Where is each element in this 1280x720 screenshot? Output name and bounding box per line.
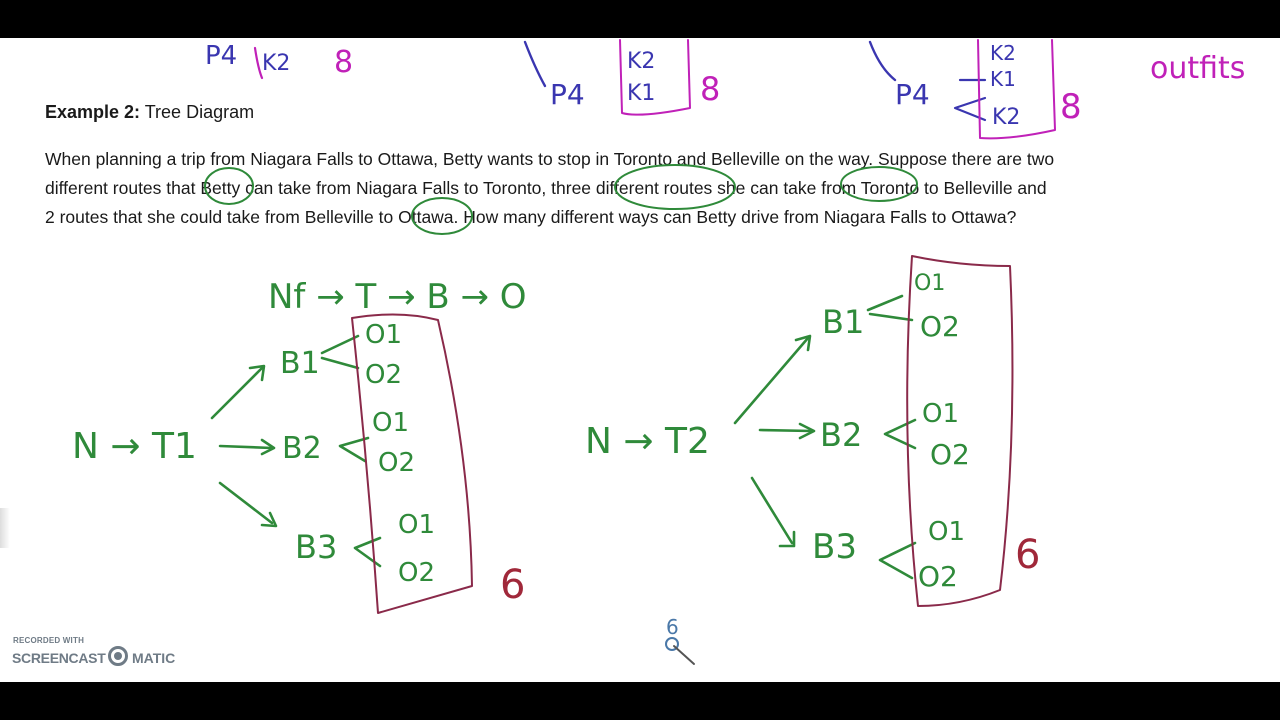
- screencast-logo-icon: [108, 646, 128, 666]
- svg-text:O1: O1: [365, 320, 402, 350]
- svg-text:O2: O2: [930, 438, 970, 471]
- top-notes-middle: P4 K2 K1 8: [523, 39, 720, 116]
- tree-2-root: N → T2: [585, 421, 710, 462]
- svg-text:outfits: outfits: [1150, 51, 1245, 86]
- watermark-screencast: SCREENCAST: [12, 650, 106, 666]
- svg-text:O2: O2: [918, 560, 958, 593]
- svg-text:B1: B1: [280, 346, 320, 381]
- svg-text:O1: O1: [372, 408, 409, 438]
- whiteboard-page[interactable]: Example 2: Tree Diagram When planning a …: [0, 38, 1280, 682]
- svg-text:B3: B3: [812, 527, 857, 567]
- page-edge-shadow: [0, 508, 10, 548]
- tree-2-count: 6: [1015, 532, 1040, 578]
- svg-text:K2: K2: [992, 105, 1020, 130]
- svg-text:8: 8: [334, 45, 353, 80]
- example-heading: Example 2: Tree Diagram: [45, 102, 255, 122]
- svg-text:B3: B3: [295, 528, 337, 566]
- handwriting-layer: P4 K2 8 P4 K2 K1 8 P4 K2 K1 K2 8 outfits: [72, 39, 1245, 665]
- svg-text:6: 6: [666, 615, 679, 639]
- svg-text:P4: P4: [205, 41, 237, 71]
- svg-text:B2: B2: [820, 416, 862, 454]
- tree-1-box: [351, 313, 473, 614]
- svg-text:K1: K1: [627, 81, 655, 106]
- svg-text:O1: O1: [398, 510, 435, 540]
- tree-2-box: [906, 255, 1014, 607]
- svg-text:O1: O1: [928, 517, 965, 547]
- svg-text:K2: K2: [627, 49, 655, 74]
- svg-text:K2: K2: [990, 41, 1016, 65]
- svg-text:B1: B1: [822, 303, 864, 341]
- tree-2: N → T2 B1 B2 B3 O1 O2 O1 O2 O1 O2: [585, 271, 970, 593]
- svg-text:O2: O2: [378, 448, 415, 478]
- screencast-watermark: RECORDED WITH SCREENCAST MATIC: [12, 636, 212, 676]
- svg-text:8: 8: [1060, 87, 1082, 127]
- svg-text:O2: O2: [365, 360, 402, 390]
- problem-text: When planning a trip from Niagara Falls …: [45, 149, 1055, 227]
- svg-text:K2: K2: [262, 51, 290, 76]
- bottom-letterbox: [0, 682, 1280, 720]
- svg-text:O1: O1: [922, 399, 959, 429]
- text-highlight-circles: [204, 164, 918, 235]
- tree-1: N → T1 B1 B2 B3 O1 O2 O1 O2 O1 O2: [72, 320, 435, 588]
- watermark-matic: MATIC: [132, 650, 176, 666]
- tree-1-root: N → T1: [72, 426, 197, 467]
- sequence-label: Nf → T → B → O: [268, 277, 527, 317]
- svg-text:O2: O2: [398, 558, 435, 588]
- pen-cursor: 6: [665, 615, 695, 665]
- watermark-recorded-with: RECORDED WITH: [13, 636, 85, 645]
- top-notes-right: P4 K2 K1 K2 8 outfits: [868, 39, 1245, 140]
- svg-text:P4: P4: [895, 78, 930, 111]
- tree-1-count: 6: [500, 562, 525, 608]
- svg-text:K1: K1: [990, 67, 1016, 91]
- top-letterbox: [0, 0, 1280, 38]
- svg-text:P4: P4: [550, 78, 585, 111]
- svg-text:O2: O2: [920, 310, 960, 343]
- top-notes-left: P4 K2 8: [205, 41, 353, 80]
- svg-text:B2: B2: [282, 431, 322, 466]
- svg-text:O1: O1: [914, 271, 945, 296]
- svg-text:8: 8: [700, 70, 720, 108]
